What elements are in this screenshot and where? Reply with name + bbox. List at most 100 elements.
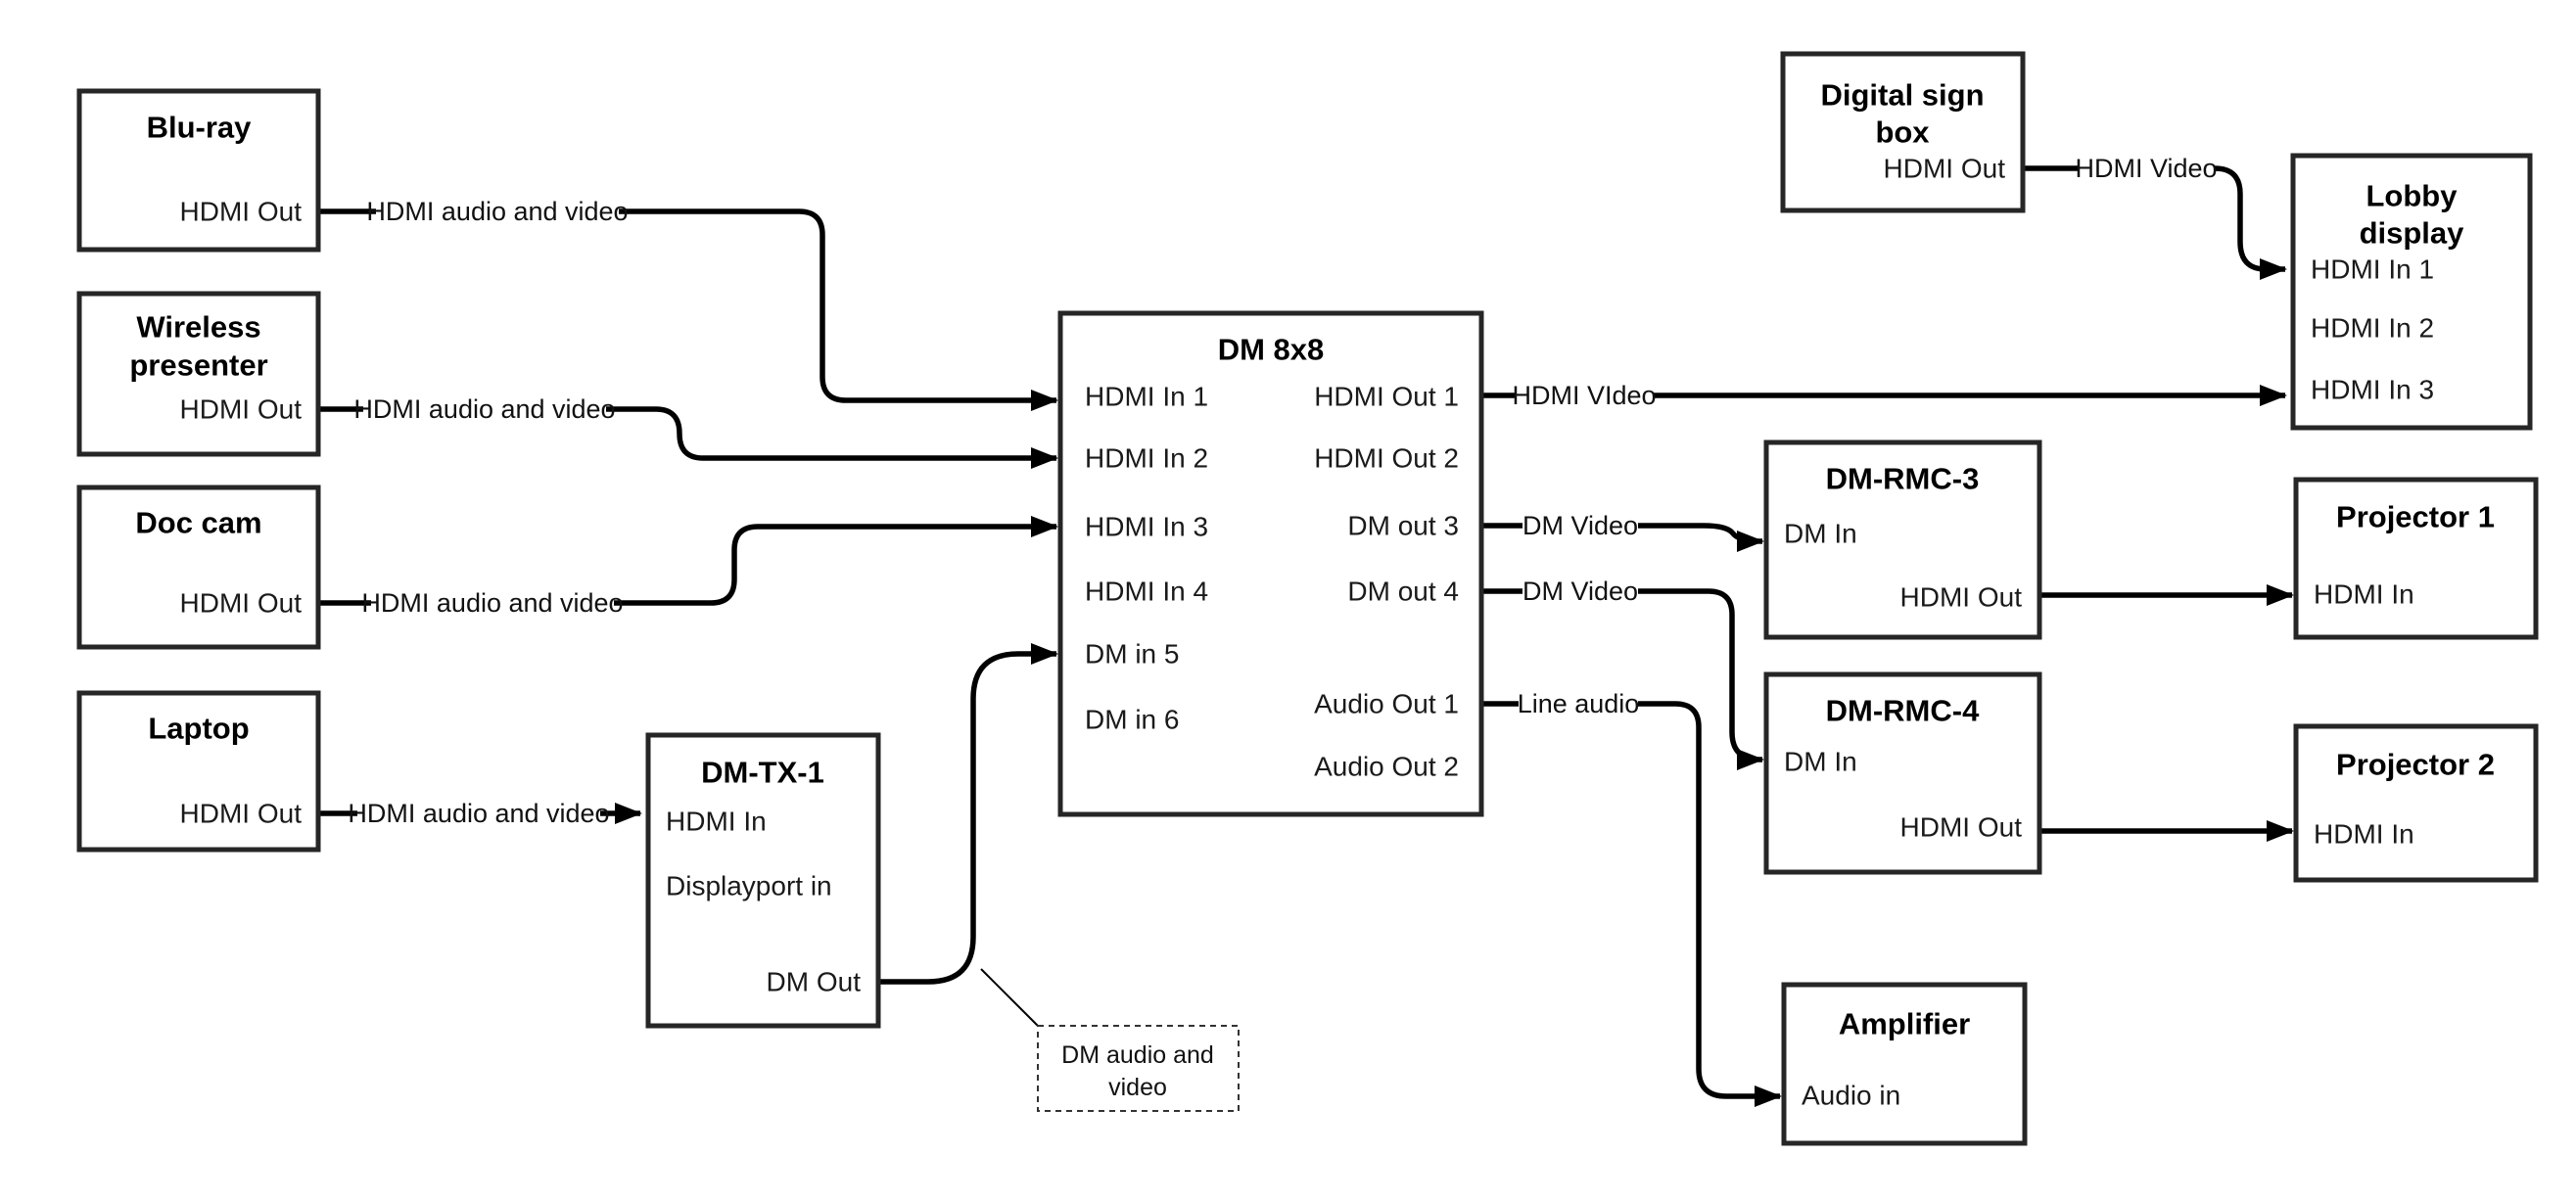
wire-label-text: HDMI audio and video [361, 588, 623, 618]
wire-doccam-to-dm8x8-in3 [318, 516, 1058, 606]
dm-rmc-4-port-dm-in: DM In [1784, 747, 1857, 777]
dmtx1-port-dm-out: DM Out [767, 967, 862, 997]
dm8x8-port-hdmi-in-4: HDMI In 4 [1085, 577, 1208, 607]
wire-dm8x8-out3-to-rmc3 [1481, 523, 1764, 552]
node-dm-rmc-3: DM-RMC-3 DM In HDMI Out [1763, 439, 2042, 640]
wire-label-dm-out-3-feed: DM Video [1522, 509, 1638, 542]
lobby-port-hdmi-in-3: HDMI In 3 [2311, 375, 2434, 405]
laptop-box [76, 690, 321, 853]
lobby-port-hdmi-in-1: HDMI In 1 [2311, 254, 2434, 285]
wire-label-hdmi-out-1-feed: HDMI VIdeo [1512, 379, 1657, 412]
laptop-port-hdmi-out: HDMI Out [180, 799, 303, 829]
dm-rmc-3-title: DM-RMC-3 [1826, 462, 1980, 496]
digital-sign-box [1780, 51, 2026, 213]
dm8x8-port-dm-in-5: DM in 5 [1085, 639, 1179, 670]
wire-label-bluray-feed: HDMI audio and video [366, 195, 629, 228]
wire-label-text: HDMI audio and video [348, 799, 609, 828]
lobby-display-box [2290, 153, 2533, 431]
note-text-line1: DM audio and [1061, 1041, 1214, 1069]
dm8x8-port-audio-out-1: Audio Out 1 [1314, 689, 1459, 719]
projector-1-port-hdmi-in: HDMI In [2314, 579, 2414, 610]
wire-label-bg [1516, 379, 1654, 412]
amplifier-box [1781, 982, 2028, 1146]
node-dm8x8: DM 8x8 HDMI In 1 HDMI In 2 HDMI In 3 HDM… [1057, 310, 1484, 817]
bluray-box [76, 88, 321, 253]
laptop-title: Laptop [148, 712, 249, 746]
node-wireless-presenter: Wireless presenter HDMI Out [76, 291, 321, 457]
wireless-title-line2: presenter [129, 348, 267, 383]
node-projector-2: Projector 2 HDMI In [2293, 723, 2539, 883]
note-dm-audio-and-video: DM audio and video [1037, 1025, 1240, 1112]
node-dm-rmc-4: DM-RMC-4 DM In HDMI Out [1763, 671, 2042, 875]
doccam-port-hdmi-out: HDMI Out [180, 588, 303, 619]
node-doccam: Doc cam HDMI Out [76, 485, 321, 650]
dmtx1-port-hdmi-in: HDMI In [666, 807, 767, 837]
wire-label-bg [376, 195, 619, 228]
wireless-box [76, 291, 321, 457]
dm-rmc-3-port-hdmi-out: HDMI Out [1900, 582, 2023, 613]
dm8x8-port-hdmi-out-2: HDMI Out 2 [1314, 443, 1459, 474]
wire-label-bg [357, 797, 600, 830]
dmtx1-port-displayport-in: Displayport in [666, 871, 832, 901]
lobby-title-line1: Lobby [2366, 179, 2459, 213]
dm-rmc-3-box [1763, 439, 2042, 640]
dmtx1-title: DM-TX-1 [701, 756, 824, 790]
wireless-title-line1: Wireless [136, 310, 260, 345]
wire-dm8x8-out4-to-rmc4 [1481, 588, 1764, 770]
wire-bluray-to-dm8x8-in1 [318, 208, 1058, 411]
wire-label-bg [1522, 509, 1638, 542]
wire-label-wireless-feed: HDMI audio and video [353, 393, 616, 426]
digital-sign-port-hdmi-out: HDMI Out [1884, 154, 2006, 184]
bluray-title: Blu-ray [147, 111, 253, 145]
projector-2-box [2293, 723, 2539, 883]
dm8x8-title: DM 8x8 [1218, 333, 1325, 367]
wire-label-bg [363, 393, 606, 426]
wire-label-audio-out-1-feed: Line audio [1518, 687, 1640, 720]
wire-label-text: HDMI audio and video [353, 394, 615, 424]
dm8x8-port-hdmi-in-3: HDMI In 3 [1085, 512, 1208, 542]
dm-rmc-4-port-hdmi-out: HDMI Out [1900, 812, 2023, 843]
wire-label-bg [1519, 687, 1638, 720]
dm8x8-port-dm-out-4: DM out 4 [1347, 577, 1459, 607]
wire-label-text: HDMI Video [2075, 154, 2217, 183]
wire-label-text: HDMI audio and video [366, 197, 628, 226]
projector-2-port-hdmi-in: HDMI In [2314, 819, 2414, 850]
dm8x8-port-hdmi-in-1: HDMI In 1 [1085, 382, 1208, 412]
wire-label-text: DM Video [1522, 511, 1638, 540]
wire-dmtx1-to-dm8x8-in5 [878, 643, 1058, 985]
lobby-port-hdmi-in-2: HDMI In 2 [2311, 313, 2434, 344]
node-projector-1: Projector 1 HDMI In [2293, 477, 2539, 640]
dm-rmc-4-title: DM-RMC-4 [1826, 694, 1980, 728]
wire-label-text: Line audio [1518, 689, 1640, 718]
node-digital-sign-box: Digital sign box HDMI Out [1780, 51, 2026, 213]
wire-dm8x8-audio1-to-amplifier [1481, 701, 1782, 1107]
digital-sign-title-line2: box [1875, 115, 1930, 150]
dm8x8-port-audio-out-2: Audio Out 2 [1314, 752, 1459, 782]
dm8x8-port-hdmi-in-2: HDMI In 2 [1085, 443, 1208, 474]
note-text-line2: video [1108, 1074, 1167, 1101]
node-laptop: Laptop HDMI Out [76, 690, 321, 853]
projector-2-title: Projector 2 [2336, 748, 2495, 782]
node-bluray: Blu-ray HDMI Out [76, 88, 321, 253]
lobby-title-line2: display [2360, 216, 2465, 251]
dm-rmc-4-box [1763, 671, 2042, 875]
bluray-port-hdmi-out: HDMI Out [180, 197, 303, 227]
dm8x8-port-hdmi-out-1: HDMI Out 1 [1314, 382, 1459, 412]
node-amplifier: Amplifier Audio in [1781, 982, 2028, 1146]
note-box [1037, 1025, 1240, 1112]
node-lobby-display: Lobby display HDMI In 1 HDMI In 2 HDMI I… [2290, 153, 2533, 431]
wire-wireless-to-dm8x8-in2 [318, 406, 1058, 469]
wire-label-text: DM Video [1522, 577, 1638, 606]
wire-label-digital-sign-feed: HDMI Video [2075, 152, 2218, 185]
dm8x8-port-dm-in-6: DM in 6 [1085, 705, 1179, 735]
dmtx1-box [645, 732, 881, 1029]
wire-label-dm-out-4-feed: DM Video [1522, 575, 1638, 608]
wire-label-laptop-feed: HDMI audio and video [348, 797, 610, 830]
dm8x8-port-dm-out-3: DM out 3 [1347, 511, 1459, 541]
amplifier-title: Amplifier [1839, 1007, 1970, 1041]
wireless-port-hdmi-out: HDMI Out [180, 394, 303, 425]
wire-label-bg [371, 586, 614, 620]
doccam-box [76, 485, 321, 650]
doccam-title: Doc cam [135, 506, 261, 540]
